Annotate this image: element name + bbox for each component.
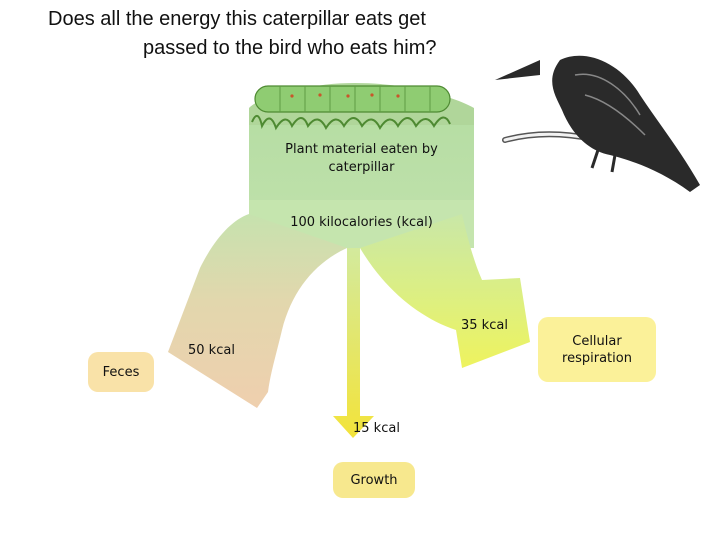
growth-box-label: Growth [350,472,398,488]
growth-kcal-label: 15 kcal [353,421,400,436]
feces-box: Feces [88,352,154,392]
cellular-respiration-box: Cellular respiration [538,317,656,382]
feces-box-label: Feces [102,364,140,380]
growth-box: Growth [333,462,415,498]
total-kcal-label: 100 kilocalories (kcal) [290,215,433,230]
feces-arrow [168,214,347,408]
crow-illustration [495,55,700,192]
source-label-line-2: caterpillar [328,160,395,175]
respiration-kcal-label: 35 kcal [461,318,508,333]
respiration-box-label-line-1: Cellular [572,333,622,349]
growth-arrow [333,248,374,438]
caterpillar-illustration [249,83,474,131]
source-label-line-1: Plant material eaten by [285,142,438,157]
respiration-box-label-line-2: respiration [562,350,632,366]
title-line-2: passed to the bird who eats him? [143,37,437,59]
feces-kcal-label: 50 kcal [188,343,235,358]
respiration-arrow [360,214,530,368]
title-line-1: Does all the energy this caterpillar eat… [48,8,426,30]
